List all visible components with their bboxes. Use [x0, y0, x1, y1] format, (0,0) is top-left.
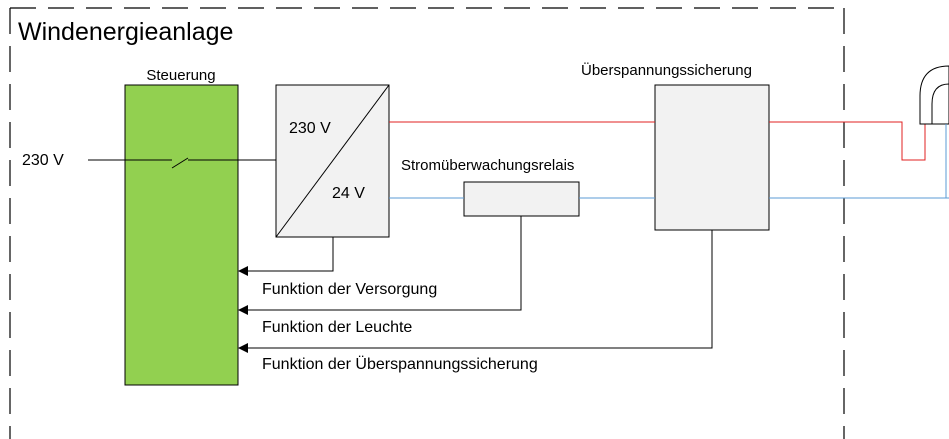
warning-lamp-icon — [919, 65, 949, 198]
converter-output-label: 24 V — [332, 185, 365, 202]
diagram-title: Windenergieanlage — [18, 18, 233, 46]
feedback-surge-arrow-icon — [238, 343, 248, 353]
relay-label: Stromüberwachungsrelais — [401, 157, 574, 174]
feedback-supply-label: Funktion der Versorgung — [262, 281, 437, 298]
turbine-boundary — [9, 7, 845, 439]
feedback-supply-arrow-icon — [238, 266, 248, 276]
controller-block — [124, 84, 239, 386]
feedback-lamp-line — [246, 216, 522, 311]
converter-box — [275, 84, 390, 238]
surge-protection-block — [654, 84, 770, 231]
surge-protection-label: Überspannungssicherung — [581, 61, 752, 79]
current-monitoring-relay — [463, 181, 580, 217]
open-switch-icon — [88, 157, 276, 169]
feedback-lamp-label: Funktion der Leuchte — [262, 319, 412, 336]
converter-input-label: 230 V — [289, 120, 331, 137]
controller-label: Steuerung — [146, 67, 215, 84]
feedback-surge-line — [246, 230, 713, 349]
input-voltage-label: 230 V — [22, 152, 64, 169]
feedback-lamp-arrow-icon — [238, 305, 248, 315]
positive-wire — [389, 121, 926, 161]
feedback-surge-label: Funktion der Überspannungssicherung — [262, 355, 538, 373]
feedback-supply-line — [246, 237, 334, 272]
